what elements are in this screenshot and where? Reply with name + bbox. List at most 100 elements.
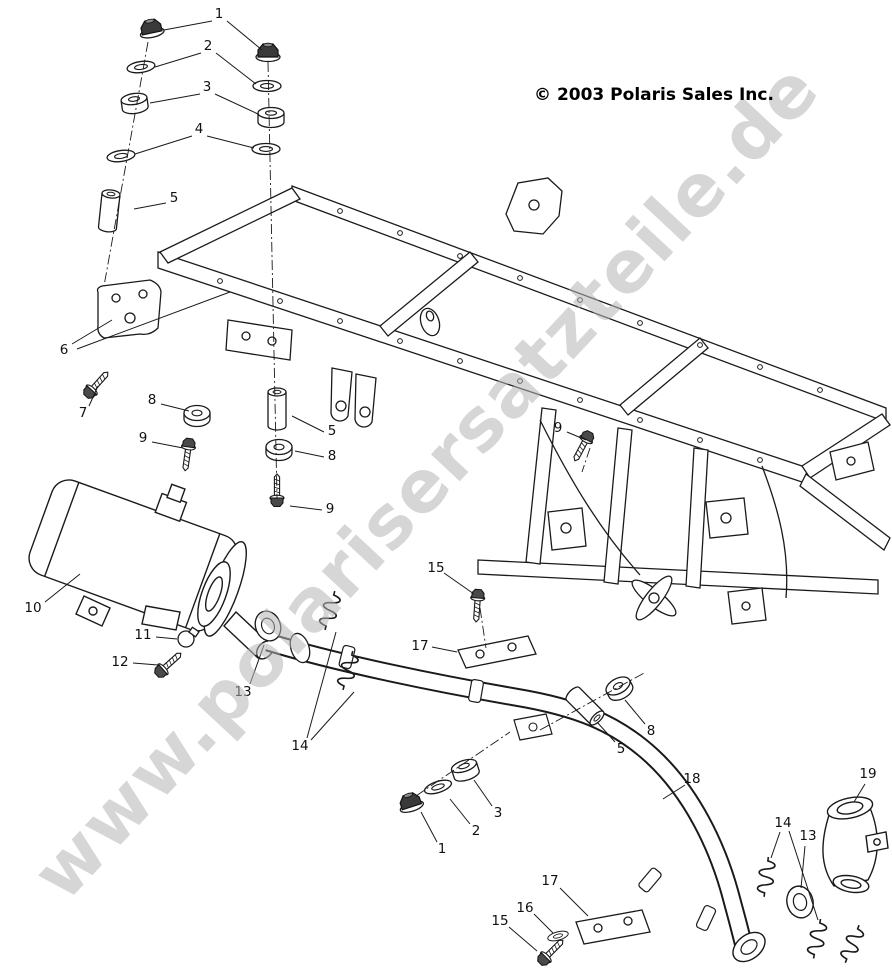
washer-2a [125,58,157,76]
muffler [28,479,275,660]
flange-nut-1a [136,16,166,41]
callout-number-4: 4 [195,121,204,137]
callout-leader-line [508,926,538,952]
callout-number-7: 7 [79,405,88,421]
callout-leader-line [473,779,493,807]
pipe-clamp-4 [695,904,717,932]
callout-leader-line [88,385,99,407]
callout-number-18: 18 [683,771,700,787]
callout-leader-line [163,20,213,31]
callout-leader-line [154,52,202,68]
propeller-bracket [631,575,677,621]
damper-8a [183,404,211,428]
callout-leader-line [853,783,866,803]
frame-teardrop-hanger [419,307,441,337]
spring-14d [805,916,829,961]
fasteners-left [80,366,211,473]
callout-number-13: 13 [234,684,251,700]
callout-number-5: 5 [617,741,626,757]
callout-number-9: 9 [139,430,148,446]
callout-number-2: 2 [204,38,213,54]
bushing-3b [257,106,285,129]
frame-mid-crossmember-a [379,251,479,337]
callout-leader-line [800,845,806,889]
callout-leader-line [449,798,471,825]
callout-leader-line [214,93,259,115]
callout-number-19: 19 [859,766,876,782]
muffler-end-face [197,561,231,627]
callout-number-9: 9 [326,501,335,517]
callout-leader-line [289,505,323,511]
frame-mid-crossmember-b [619,337,709,416]
flange-nut-1c [395,789,426,816]
callout-number-9: 9 [554,420,563,436]
bushing-3a [119,91,150,116]
flange-nut-1b [255,42,281,63]
callout-leader-line [155,636,178,640]
fastener-stack-top-left [97,16,285,234]
callout-number-2: 2 [472,823,481,839]
exhaust-manifold-elbow [822,796,889,894]
callout-leader-line [133,202,167,210]
assembly-centerlines [103,41,647,797]
callout-number-3: 3 [203,79,212,95]
callout-number-1: 1 [438,841,447,857]
pipe-clamp-2 [468,679,484,703]
callout-number-13: 13 [799,828,816,844]
frame-post-3 [685,447,709,589]
frame-curved-tube-left [539,419,788,599]
frame-left-crossmember [159,187,301,264]
callout-leader-line [71,319,113,345]
callout-number-16: 16 [516,900,533,916]
callout-leader-line [226,20,263,51]
callout-number-11: 11 [134,627,151,643]
support-bracket-bottom [575,909,651,945]
callout-leader-line [160,403,190,412]
callout-number-8: 8 [647,723,656,739]
callout-number-10: 10 [24,600,41,616]
callout-leader-line [76,291,231,350]
spacer-5a [97,188,122,234]
callout-number-17: 17 [541,873,558,889]
frame-post-2 [603,427,633,585]
callout-leader-line [310,691,355,741]
spring-14c [755,855,777,899]
callout-leader-line [662,784,686,800]
clamp-11 [177,630,195,648]
callout-number-8: 8 [148,392,157,408]
callout-leader-line [770,831,781,859]
callout-leader-line [206,135,255,149]
callout-leader-line [151,441,184,449]
washer-2b [252,79,282,93]
callout-number-12: 12 [111,654,128,670]
copyright-text: © 2003 Polaris Sales Inc. [534,85,774,105]
damper-8c [602,672,637,705]
bushing-3c [449,756,482,785]
callout-leader-line [788,830,819,921]
washer-4a [105,147,137,165]
support-bracket-mid [457,635,537,669]
bolt-12 [151,647,187,681]
callout-leader-line [294,450,325,458]
callout-leader-line [134,135,193,155]
callout-leader-line [291,415,325,433]
pipe-inlet-flange [289,632,311,664]
callout-number-5: 5 [170,190,179,206]
callout-leader-line [306,631,337,739]
chassis-frame [96,177,891,625]
frame-mount-plate [225,319,293,361]
washer-2c [422,776,454,798]
callout-leader-line [443,572,475,595]
washer-4b [251,142,281,156]
bolt-9a [177,437,198,473]
callout-number-1: 1 [215,6,224,22]
frame-hanging-tab-2 [354,373,377,428]
callout-leader-line [215,52,257,85]
callout-number-17: 17 [411,638,428,654]
callout-number-15: 15 [491,913,508,929]
bolt-7 [80,366,114,402]
muffler-mount-parts [151,626,200,681]
